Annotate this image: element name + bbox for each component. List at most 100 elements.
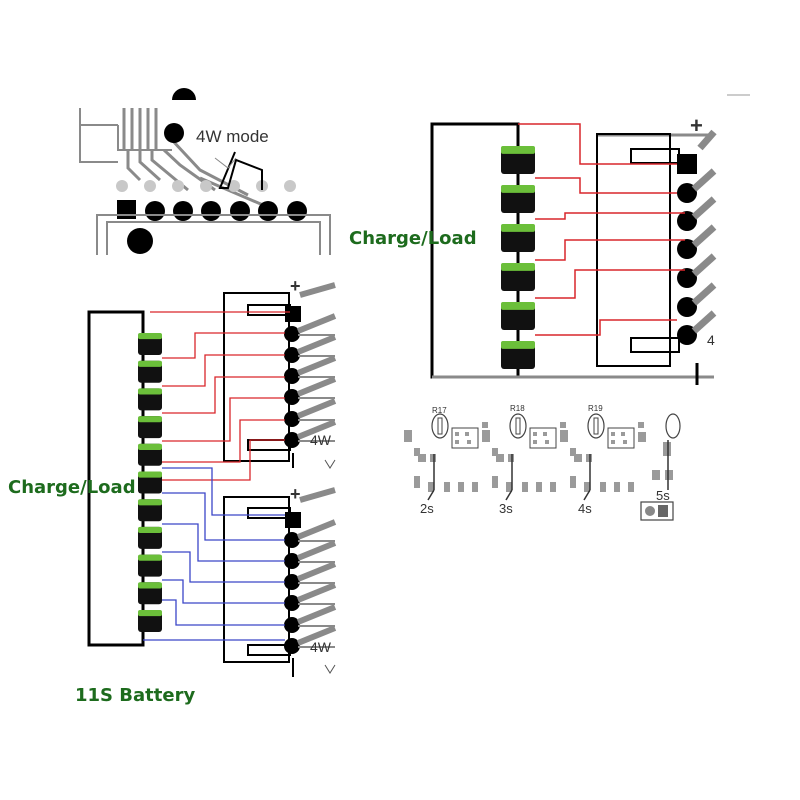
battery-cell-right-cap bbox=[501, 224, 535, 232]
battery-cell-right-cap bbox=[501, 185, 535, 193]
smd-pad bbox=[628, 482, 634, 492]
smd-pad bbox=[522, 482, 528, 492]
balance-lead bbox=[296, 398, 337, 419]
smd-pad bbox=[508, 454, 514, 462]
smd-pad bbox=[611, 432, 615, 436]
resistor-ellipse bbox=[587, 413, 605, 439]
plus-sign-upper: + bbox=[290, 276, 301, 296]
pcb-arrow bbox=[214, 157, 237, 169]
series-label-3s: 3s bbox=[499, 501, 513, 516]
smd-pad bbox=[545, 440, 549, 444]
smd-pad bbox=[600, 482, 606, 492]
silk-trace bbox=[583, 489, 591, 501]
balance-pad-right bbox=[677, 183, 697, 203]
balance-pad-lower bbox=[284, 617, 300, 633]
resistor-label-r19: R19 bbox=[588, 404, 603, 413]
balance-lead bbox=[296, 313, 337, 334]
smd-pad bbox=[570, 476, 576, 488]
balance-lead bbox=[296, 540, 337, 561]
battery-cell-left-cap bbox=[138, 416, 162, 423]
smd-pad bbox=[414, 476, 420, 488]
balance-wire-red bbox=[162, 354, 285, 387]
balance-wire-blue bbox=[162, 467, 285, 516]
mode-label-lower-a: 4W bbox=[310, 432, 332, 448]
smd-pad bbox=[652, 470, 660, 480]
balance-wire-blue bbox=[162, 492, 285, 541]
smd-pad bbox=[560, 422, 566, 428]
pcb-pad-half bbox=[172, 88, 196, 100]
smd-pad bbox=[586, 454, 592, 462]
balance-pad-upper bbox=[284, 432, 300, 448]
ground-mark bbox=[324, 459, 336, 469]
balance-pad-right bbox=[677, 268, 697, 288]
balance-lead bbox=[296, 561, 337, 582]
ic-outline bbox=[529, 427, 557, 449]
balance-pad-upper bbox=[284, 389, 300, 405]
balance-pad-upper bbox=[284, 411, 300, 427]
smd-pad bbox=[614, 482, 620, 492]
smd-pad bbox=[458, 482, 464, 492]
series-label-2s: 2s bbox=[420, 501, 434, 516]
battery-cell-left-cap bbox=[138, 499, 162, 506]
battery-cell-left-cap bbox=[138, 333, 162, 340]
battery-label: 11S Battery bbox=[75, 685, 196, 706]
smd-pad bbox=[465, 432, 469, 436]
battery-cell-right-cap bbox=[501, 263, 535, 271]
balance-lead bbox=[691, 196, 717, 220]
balance-wire-red bbox=[535, 239, 685, 261]
balance-lead bbox=[296, 376, 337, 397]
balance-wire-red bbox=[535, 319, 677, 336]
smd-pad bbox=[560, 430, 568, 442]
smd-pad bbox=[496, 454, 504, 462]
balance-pad-upper bbox=[284, 368, 300, 384]
balance-lead bbox=[691, 253, 717, 277]
pcb-outline bbox=[117, 125, 172, 151]
balance-lead bbox=[296, 519, 337, 540]
pcb-outline bbox=[96, 214, 331, 255]
battery-cell-left-cap bbox=[138, 526, 162, 534]
charge-load-label-left: Charge/Load bbox=[8, 477, 136, 498]
smd-pad bbox=[533, 440, 537, 444]
smd-pad bbox=[550, 482, 556, 492]
balance-square-pad-lower bbox=[285, 512, 301, 528]
battery-cell-left-cap bbox=[138, 582, 162, 589]
mode-label-right: 4 bbox=[707, 332, 715, 348]
ic-outline bbox=[607, 427, 635, 449]
smd-pad bbox=[472, 482, 478, 492]
balance-wire-blue bbox=[162, 599, 285, 626]
balance-pad-lower bbox=[284, 532, 300, 548]
smd-pad bbox=[623, 440, 627, 444]
balance-wire-blue bbox=[162, 523, 285, 562]
balance-lead bbox=[691, 224, 717, 248]
pcb-dot bbox=[172, 180, 184, 192]
balance-pad-right bbox=[677, 239, 697, 259]
balance-pad-upper bbox=[284, 347, 300, 363]
smd-pad bbox=[455, 440, 459, 444]
pcb-dot bbox=[284, 180, 296, 192]
smd-pad bbox=[584, 482, 590, 492]
pcb-dot bbox=[144, 180, 156, 192]
silk-trace bbox=[427, 489, 435, 501]
pcb-pad bbox=[127, 228, 153, 254]
balance-wire-blue bbox=[162, 579, 285, 604]
jumper-outline bbox=[640, 501, 674, 521]
pcb-trace bbox=[138, 150, 162, 182]
resistor-body bbox=[437, 417, 443, 435]
smd-pad bbox=[428, 482, 434, 492]
resistor-ellipse bbox=[509, 413, 527, 439]
smd-pad bbox=[638, 432, 646, 442]
smd-pad bbox=[570, 448, 576, 456]
smd-pad bbox=[492, 448, 498, 456]
battery-cell-right-cap bbox=[501, 146, 535, 154]
balance-wire-red bbox=[535, 212, 685, 220]
balance-pad-right bbox=[677, 297, 697, 317]
plus-sign-right: + bbox=[690, 113, 703, 138]
pcb-trace bbox=[199, 176, 271, 210]
smd-pad bbox=[536, 482, 542, 492]
balance-wire-red bbox=[162, 397, 285, 442]
balance-lead bbox=[296, 355, 337, 376]
balance-wire-red bbox=[162, 419, 285, 463]
balance-square-pad-upper bbox=[285, 306, 301, 322]
smd-pad bbox=[430, 454, 436, 462]
